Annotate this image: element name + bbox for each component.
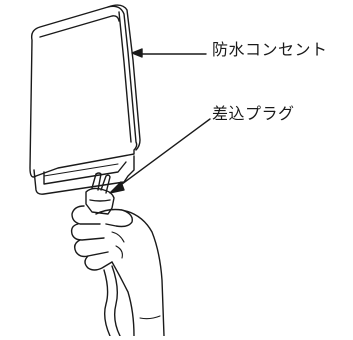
leader-outlet-arrowhead	[131, 48, 143, 58]
outlet-bottom-opening	[43, 161, 127, 185]
hand-thumb	[95, 208, 133, 228]
plug-prong-right	[100, 174, 111, 194]
hand-finger-4	[84, 255, 113, 271]
leader-plug-arrowhead	[109, 181, 125, 194]
outlet-side-inner	[118, 11, 132, 143]
outlet-bottom-ledge	[33, 155, 135, 195]
hand-finger-1	[71, 205, 101, 225]
outlet-side-panel	[107, 4, 141, 151]
leader-plug	[109, 118, 211, 194]
hand-wrist	[111, 261, 135, 337]
plug-prong-left	[91, 172, 102, 191]
plug-body	[85, 187, 115, 215]
plug-in-hand	[70, 172, 165, 337]
plug-body-line	[89, 199, 111, 202]
outlet-front-face	[29, 5, 138, 178]
sleeve-edge	[139, 315, 161, 320]
hand-knuckle-detail	[111, 231, 125, 259]
outlet-front-edge	[39, 15, 120, 38]
hand-finger-2	[70, 223, 105, 241]
outlet-opening-shadow	[43, 163, 119, 177]
waterproof-outlet-label: 防水コンセント	[212, 40, 328, 59]
hand-finger-3	[73, 239, 109, 258]
plug-label: 差込プラグ	[212, 104, 295, 123]
cord-left-edge	[103, 269, 111, 337]
hand-back	[121, 209, 165, 337]
cord-right-edge	[111, 265, 121, 337]
leader-outlet	[131, 48, 207, 58]
waterproof-outlet	[29, 4, 141, 195]
